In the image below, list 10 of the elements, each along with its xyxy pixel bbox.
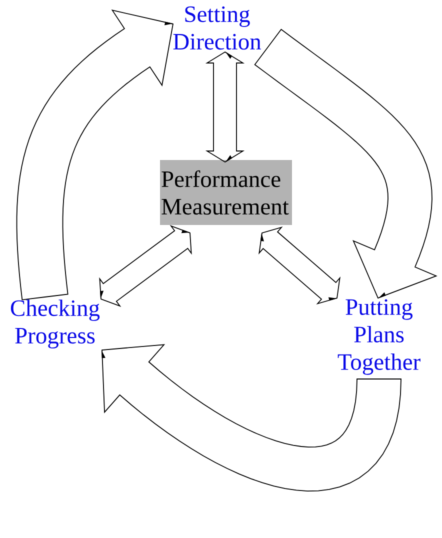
- measurement-box: Performance Measurement: [160, 160, 292, 225]
- stage-label: Putting Plans Together: [338, 299, 420, 375]
- stage-label: Checking Progress: [10, 300, 100, 348]
- double-block-arrow: [205, 51, 245, 163]
- double-block-arrow: [99, 224, 192, 308]
- curved-block-arrow: [16, 10, 174, 300]
- curved-block-arrow: [254, 28, 438, 299]
- curved-block-arrow: [102, 344, 402, 492]
- double-block-arrow: [258, 226, 340, 304]
- stage-label: Setting Direction: [173, 6, 262, 50]
